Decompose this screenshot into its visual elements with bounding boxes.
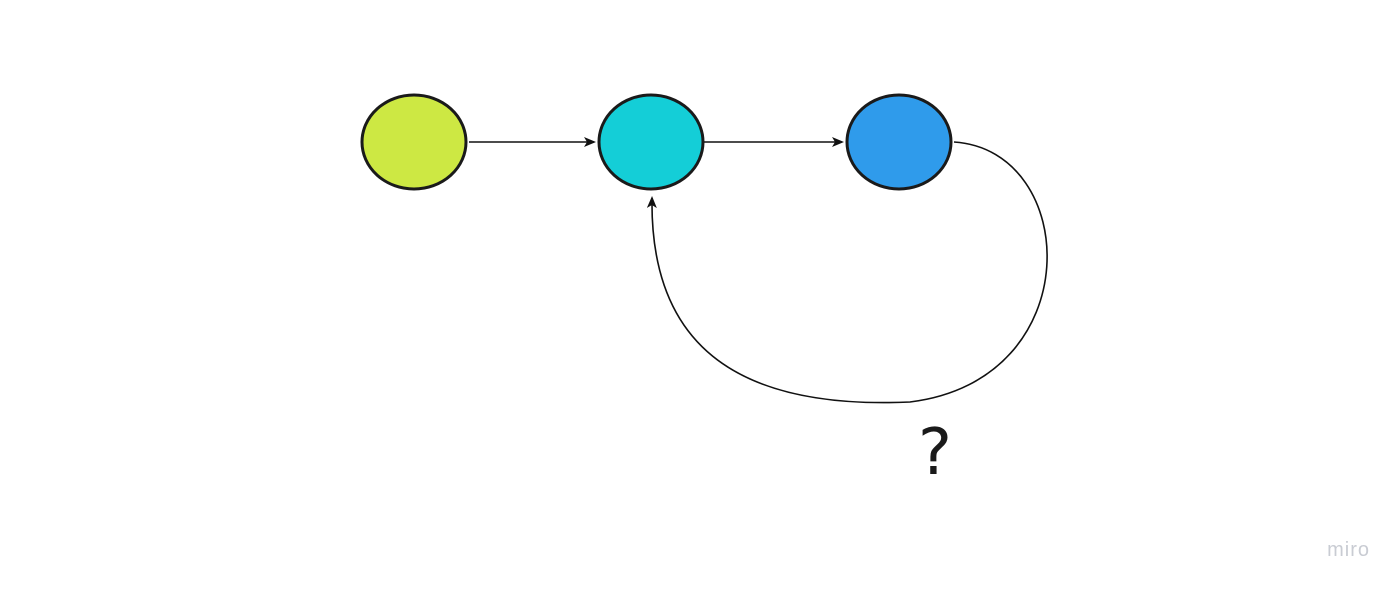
miro-watermark: miro (1327, 539, 1370, 561)
node-1-circle[interactable] (360, 93, 468, 191)
node-3-circle[interactable] (845, 93, 953, 191)
edge-node-3-to-node-2-loop (646, 141, 1048, 404)
node-2-circle[interactable] (597, 93, 705, 191)
loop-edge-label: ? (918, 416, 952, 490)
